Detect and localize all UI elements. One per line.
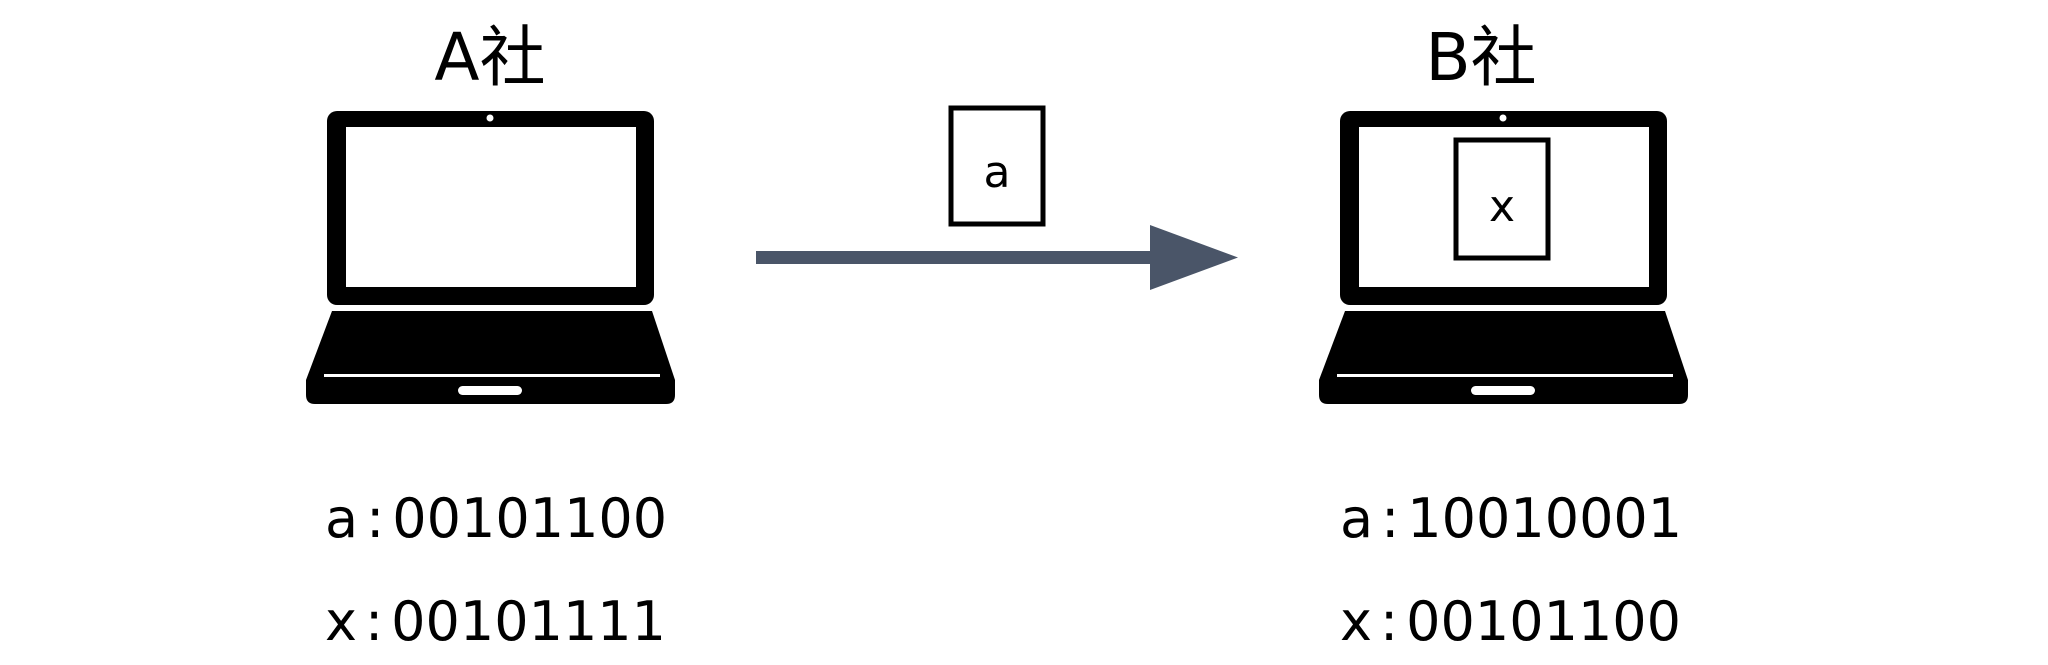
company-b-label: B社 (1425, 19, 1536, 96)
company-a-line-x: x:00101111 (325, 590, 666, 653)
laptop-icon (306, 111, 675, 404)
transfer-arrow-icon (756, 225, 1238, 290)
company-a-label: A社 (434, 19, 545, 96)
svg-text:x:00101111: x:00101111 (325, 590, 666, 653)
company-a-line-a: a:00101100 (325, 487, 667, 550)
svg-text:x:00101100: x:00101100 (1340, 590, 1681, 653)
transfer-document-letter: a (984, 147, 1011, 198)
company-b-screen-document: x (1453, 137, 1551, 261)
company-b-screen-document-letter: x (1489, 181, 1515, 232)
svg-text:a:10010001: a:10010001 (1340, 487, 1682, 550)
document-icon (948, 105, 1046, 227)
transfer-document: a (948, 105, 1046, 227)
company-b-line-a: a:10010001 (1340, 487, 1682, 550)
company-b-line-x: x:00101100 (1340, 590, 1681, 653)
document-icon (1453, 137, 1551, 261)
svg-text:a:00101100: a:00101100 (325, 487, 667, 550)
